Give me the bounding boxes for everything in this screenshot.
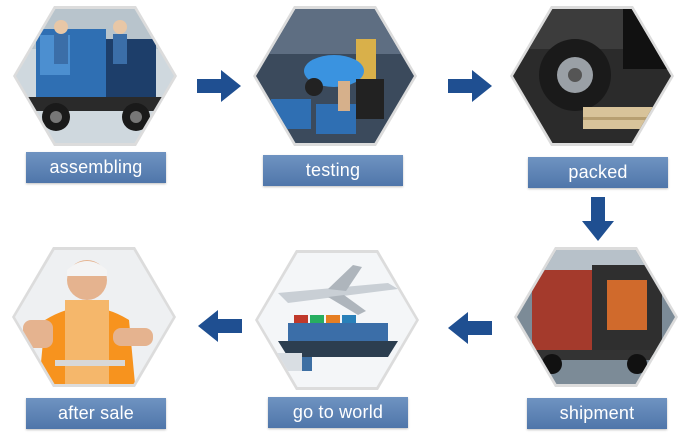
step-label-shipment: shipment	[527, 398, 667, 429]
step-label-assembling: assembling	[26, 152, 166, 183]
technician-testing-photo	[253, 6, 417, 146]
arrow-down-icon	[582, 197, 614, 241]
airplane-ship-photo	[255, 250, 419, 390]
arrow-right-icon	[197, 70, 241, 102]
generator-trailer-photo	[13, 6, 177, 146]
truck-loading-photo	[514, 247, 678, 387]
service-worker-photo	[12, 247, 176, 387]
step-label-go-to-world: go to world	[268, 397, 408, 428]
step-label-testing: testing	[263, 155, 403, 186]
arrow-left-icon	[448, 312, 492, 344]
wheel-pallet-photo	[510, 6, 674, 146]
arrow-left-icon	[198, 310, 242, 342]
step-label-after-sale: after sale	[26, 398, 166, 429]
step-label-packed: packed	[528, 157, 668, 188]
arrow-right-icon	[448, 70, 492, 102]
